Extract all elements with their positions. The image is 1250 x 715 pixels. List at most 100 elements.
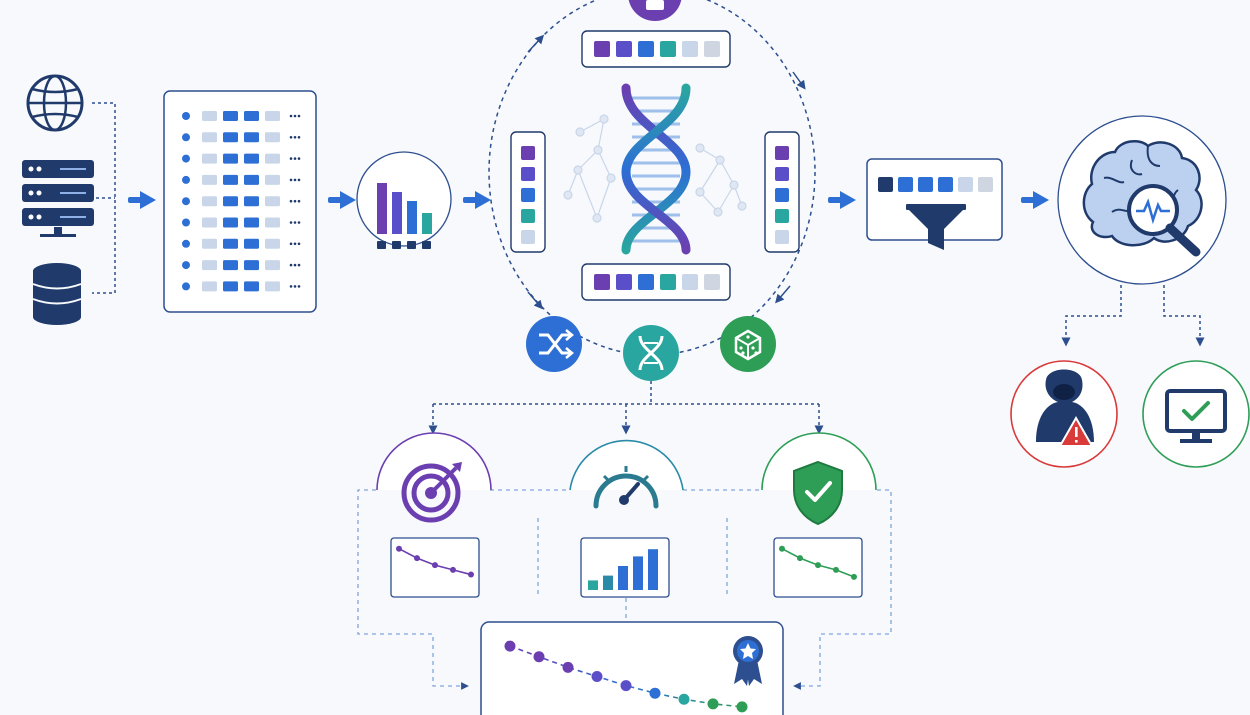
- feature-cell: [244, 281, 259, 292]
- curve-point: [396, 545, 402, 552]
- selected-gene: [938, 177, 953, 192]
- hacker-warning-icon: [1010, 360, 1118, 468]
- feature-cell: [265, 281, 280, 292]
- feature-cell: [265, 260, 280, 271]
- feature-cell: [244, 132, 259, 143]
- dice-icon: [720, 316, 776, 372]
- feature-cell: [202, 196, 217, 207]
- robustness-chart: [773, 537, 863, 598]
- gene: [594, 274, 610, 290]
- ellipsis-dot: [293, 157, 297, 160]
- feature-cell: [202, 174, 217, 185]
- gene: [775, 188, 789, 202]
- gene: [682, 274, 698, 290]
- ellipsis-dot: [293, 242, 297, 246]
- ellipsis-dot: [293, 199, 297, 203]
- curve-point: [833, 566, 839, 573]
- detector-branches: [1061, 285, 1205, 347]
- pareto-point: [649, 687, 661, 699]
- feature-cell: [223, 196, 238, 207]
- histogram-bar: [377, 183, 387, 234]
- selected-features-box: [866, 158, 1003, 250]
- chromosome-bottom: [581, 263, 731, 301]
- feature-cell: [223, 260, 238, 271]
- feature-cell: [223, 111, 238, 121]
- feature-cell: [265, 111, 280, 121]
- feature-cell: [244, 260, 259, 271]
- speedometer-icon: [569, 439, 684, 509]
- gene: [775, 146, 789, 160]
- pareto-point: [736, 701, 748, 713]
- gene: [616, 274, 632, 290]
- pareto-point: [562, 661, 574, 673]
- gene: [704, 274, 720, 290]
- histogram-tick: [422, 241, 431, 249]
- molecule-right-decor: [695, 143, 747, 217]
- ellipsis-dot: [289, 242, 293, 246]
- chromosome-top: [581, 30, 731, 68]
- histogram-tick: [377, 241, 386, 249]
- row-bullet: [182, 239, 190, 248]
- gene: [775, 167, 789, 181]
- monitor-check-icon: [1142, 360, 1250, 468]
- feature-cell: [244, 196, 259, 207]
- curve-point: [468, 571, 474, 578]
- ellipsis-dot: [297, 157, 301, 160]
- pareto-point: [504, 640, 516, 652]
- objective-branches: [428, 381, 824, 435]
- feature-table: [163, 90, 317, 313]
- pareto-front-points: [504, 640, 748, 713]
- ellipsis-dot: [289, 199, 293, 203]
- ellipsis-dot: [293, 136, 297, 139]
- feature-cell: [223, 281, 238, 292]
- target-icon: [376, 432, 492, 523]
- selected-gene: [918, 177, 933, 192]
- objective-frame: [357, 489, 892, 690]
- selected-gene: [978, 177, 993, 192]
- evolution-loop: [488, 0, 816, 356]
- gene: [521, 209, 535, 223]
- arrow-2: [328, 191, 356, 209]
- gene: [638, 274, 654, 290]
- ellipsis-dot: [297, 114, 301, 118]
- gene: [704, 41, 720, 57]
- feature-cell: [265, 238, 280, 249]
- accuracy-chart: [390, 537, 480, 598]
- server-icon: [22, 160, 94, 237]
- feature-rows: [182, 111, 301, 292]
- ellipsis-dot: [293, 263, 297, 267]
- selected-gene: [898, 177, 913, 192]
- flow-arrows: [128, 191, 1049, 209]
- row-bullet: [182, 282, 190, 291]
- histogram-tick: [407, 241, 416, 249]
- pareto-front-panel: [480, 621, 784, 715]
- row-bullet: [182, 218, 190, 227]
- ellipsis-dot: [289, 178, 293, 182]
- curve-point: [797, 555, 803, 562]
- dna-helix-icon: [621, 83, 691, 255]
- feature-cell: [244, 111, 259, 121]
- gene: [521, 167, 535, 181]
- curve-point: [432, 562, 438, 569]
- pareto-point: [620, 680, 632, 692]
- arrow-4: [828, 191, 856, 209]
- gene: [521, 146, 535, 160]
- chromosome-frame: [581, 30, 731, 68]
- feature-cell: [223, 174, 238, 185]
- curve-point: [851, 573, 857, 580]
- feature-cell: [202, 153, 217, 164]
- ellipsis-dot: [297, 242, 301, 246]
- chromosome-left: [510, 131, 546, 253]
- curve-point: [450, 566, 456, 573]
- feature-cell: [265, 174, 280, 185]
- ellipsis-dot: [297, 199, 301, 203]
- selected-feature-genes: [878, 177, 993, 192]
- gene: [660, 274, 676, 290]
- speed-bar: [648, 549, 658, 590]
- feature-cell: [223, 217, 238, 228]
- speed-bar: [618, 566, 628, 590]
- gene: [616, 41, 632, 57]
- speed-bar: [603, 575, 613, 590]
- feature-cell: [202, 217, 217, 228]
